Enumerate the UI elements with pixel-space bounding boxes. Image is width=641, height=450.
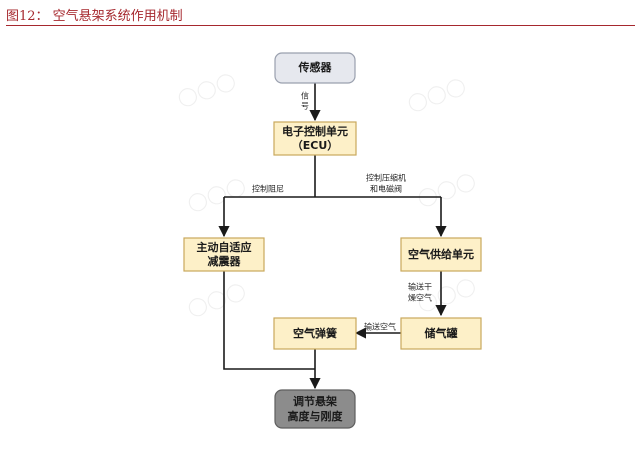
node-sensor-label: 传感器 <box>298 60 333 74</box>
node-reservoir: 储气罐 <box>400 317 482 350</box>
edge-damper-to-result <box>223 271 315 370</box>
edge-label-signal-1: 信 <box>301 91 309 101</box>
node-result-label-1: 调节悬架 <box>293 394 337 408</box>
node-damper-label-2: 减震器 <box>208 254 242 268</box>
node-damper-label-1: 主动自适应 <box>197 240 252 254</box>
figure-title: 图12： 空气悬架系统作用机制 <box>6 9 183 24</box>
edge-label-deliver-air: 输送空气 <box>364 322 396 332</box>
edge-label-dry-air-2: 燥空气 <box>408 293 432 303</box>
node-ecu-label-1: 电子控制单元 <box>282 124 348 138</box>
edge-label-control-compressor-2: 和电磁阀 <box>370 184 402 194</box>
node-ecu-label-2: （ECU） <box>292 139 339 152</box>
connectors <box>218 83 447 390</box>
node-ecu: 电子控制单元 （ECU） <box>273 121 357 156</box>
edge-label-signal-2: 号 <box>301 102 309 111</box>
node-result: 调节悬架 高度与刚度 <box>274 389 356 429</box>
edge-label-control-compressor-1: 控制压缩机 <box>366 173 406 183</box>
node-reservoir-label: 储气罐 <box>425 326 458 340</box>
node-sensor: 传感器 <box>274 52 356 84</box>
svg-text:◯◯◯: ◯◯◯ <box>415 169 479 209</box>
node-damper: 主动自适应 减震器 <box>183 237 265 272</box>
node-air-supply: 空气供给单元 <box>400 237 482 272</box>
header: 图12： 空气悬架系统作用机制 <box>6 3 635 26</box>
node-air-supply-label: 空气供给单元 <box>408 247 474 261</box>
node-result-label-2: 高度与刚度 <box>288 409 344 423</box>
node-air-spring: 空气弹簧 <box>273 317 357 350</box>
edge-label-dry-air-1: 输送干 <box>408 282 432 292</box>
svg-text:◯◯◯: ◯◯◯ <box>185 174 249 214</box>
svg-text:◯◯◯: ◯◯◯ <box>175 69 239 109</box>
watermark: ◯◯◯ ◯◯◯ ◯◯◯ ◯◯◯ ◯◯◯ ◯◯◯ <box>175 69 479 319</box>
edge-label-control-damping: 控制阻尼 <box>252 184 284 194</box>
svg-text:◯◯◯: ◯◯◯ <box>185 279 249 319</box>
node-air-spring-label: 空气弹簧 <box>293 326 337 340</box>
svg-text:◯◯◯: ◯◯◯ <box>405 74 469 114</box>
